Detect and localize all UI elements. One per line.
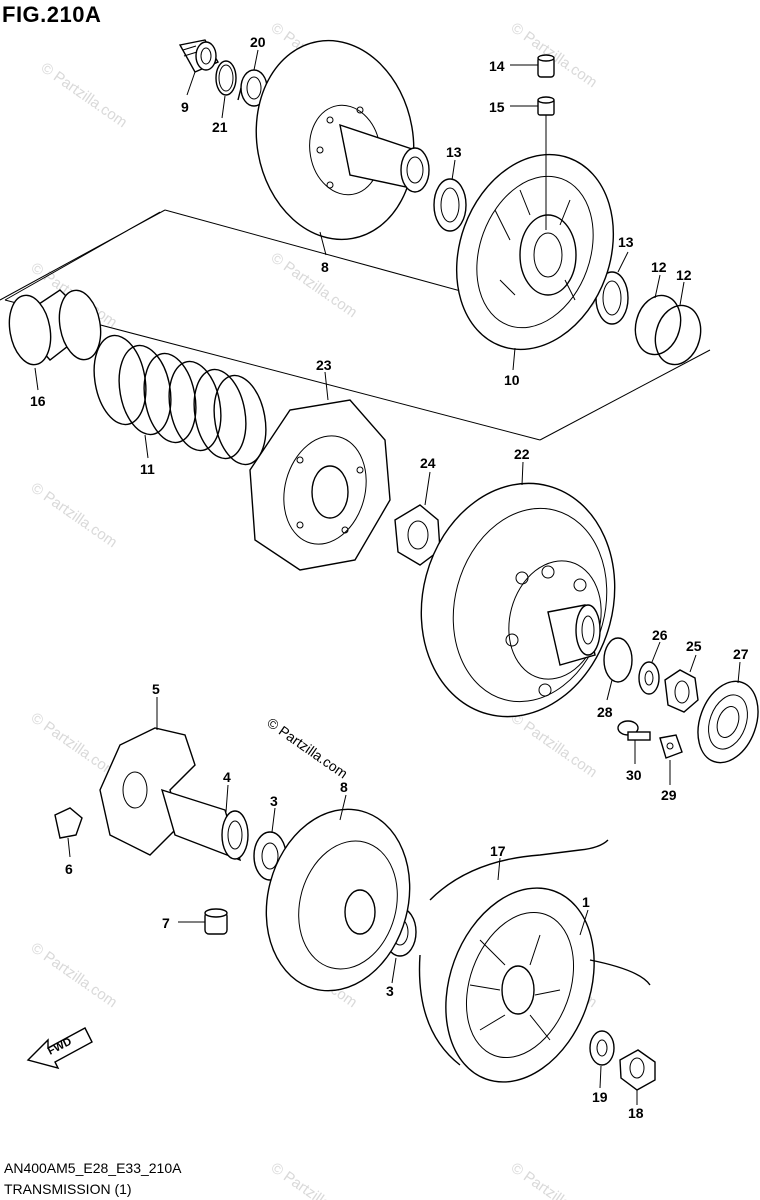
part-15-bushing (537, 96, 555, 116)
part-7-spacer (204, 908, 228, 935)
callout-23: 23 (316, 357, 332, 373)
part-10-fixed-face (455, 115, 615, 351)
callout-3-upper: 3 (270, 793, 278, 809)
callout-13-upper: 13 (446, 144, 462, 160)
watermark: © Partzilla.com (28, 709, 121, 781)
assembly-outline-right (539, 349, 711, 441)
watermark: © Partzilla.com (508, 1159, 601, 1200)
part-13-seal-upper (433, 178, 467, 232)
part-23-clutch-carrier (249, 399, 391, 571)
callout-29: 29 (661, 787, 677, 803)
watermark: © Partzilla.com (508, 709, 601, 781)
callout-4: 4 (223, 769, 231, 785)
callout-11: 11 (140, 461, 155, 477)
part-22-clutch-housing (420, 482, 616, 718)
part-18-nut (619, 1049, 656, 1091)
part-6-clip (54, 807, 83, 839)
part-14-cap (537, 54, 555, 78)
callout-30: 30 (626, 767, 642, 783)
callouts: 9 21 20 8 13 14 15 13 12 12 10 16 11 23 … (30, 34, 749, 1121)
part-1-fixed-drive-face (445, 887, 595, 1083)
callout-18: 18 (628, 1105, 644, 1121)
part-8-movable-face (265, 808, 411, 992)
callout-17: 17 (490, 843, 506, 859)
callout-22: 22 (514, 446, 530, 462)
callout-12-left: 12 (651, 259, 667, 275)
part-17-gear (418, 839, 651, 1066)
part-4-sleeve (160, 788, 249, 862)
fwd-arrow-icon: FWD (26, 1027, 93, 1070)
callout-7: 7 (162, 915, 170, 931)
callout-12-right: 12 (676, 267, 692, 283)
callout-20: 20 (250, 34, 266, 50)
callout-25: 25 (686, 638, 702, 654)
callout-15: 15 (489, 99, 505, 115)
part-11-spring (93, 334, 267, 466)
callout-19: 19 (592, 1089, 608, 1105)
callout-21: 21 (212, 119, 228, 135)
callout-3-lower: 3 (386, 983, 394, 999)
callout-10: 10 (504, 372, 520, 388)
part-8-driven-face (255, 39, 430, 241)
part-26-washer (638, 661, 660, 695)
part-27-bearing (697, 680, 759, 764)
part-29-lock-plate (659, 734, 683, 759)
part-19-washer (589, 1030, 615, 1066)
figure-title: FIG.210A (2, 2, 102, 27)
part-30-screw (617, 720, 651, 741)
callout-1: 1 (582, 894, 590, 910)
callout-28: 28 (597, 704, 613, 720)
part-12-o-rings (634, 294, 702, 366)
watermark: © Partzilla.com (268, 1159, 361, 1200)
callout-27: 27 (733, 646, 749, 662)
callout-13-right: 13 (618, 234, 634, 250)
watermark: © Partzilla.com (28, 479, 121, 551)
callout-8-lower: 8 (340, 779, 348, 795)
part-21-circlip (215, 60, 237, 96)
callout-26: 26 (652, 627, 668, 643)
callout-8-upper: 8 (321, 259, 329, 275)
center-watermark: © Partzilla.com (264, 714, 350, 781)
callout-5: 5 (152, 681, 160, 697)
part-16-guide-cylinder (8, 289, 102, 366)
model-code: AN400AM5_E28_E33_210A (4, 1160, 182, 1176)
callout-6: 6 (65, 861, 73, 877)
assembly-outline-left (4, 211, 161, 301)
diagram-caption: TRANSMISSION (1) (4, 1181, 132, 1197)
callout-9: 9 (181, 99, 189, 115)
part-9-needle-bearing (178, 39, 220, 73)
callout-16: 16 (30, 393, 46, 409)
part-28-circlip (603, 637, 633, 683)
watermark: © Partzilla.com (28, 939, 121, 1011)
leader-lines (34, 49, 741, 1105)
watermark: © Partzilla.com (38, 59, 131, 131)
part-25-nut (664, 669, 699, 713)
watermark: © Partzilla.com (508, 19, 601, 91)
callout-24: 24 (420, 455, 436, 471)
callout-14: 14 (489, 58, 505, 74)
